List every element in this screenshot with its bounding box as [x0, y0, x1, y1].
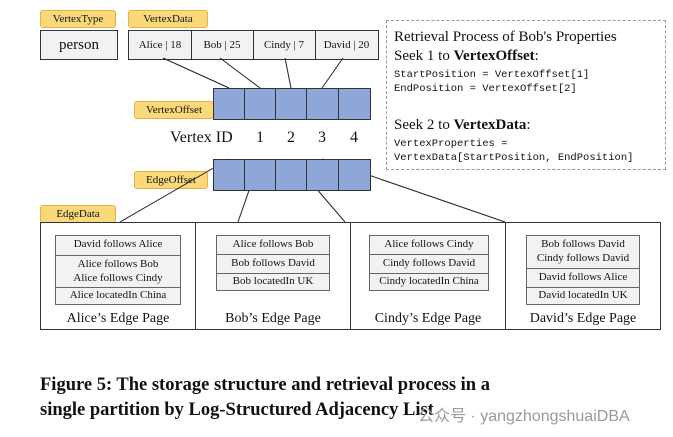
- edge-entry: Alice follows Bob: [232, 238, 314, 250]
- vertex-type-value: person: [59, 36, 99, 53]
- edge-page-label: Cindy’s Edge Page: [374, 311, 482, 326]
- edge-offset-cell: [244, 159, 276, 191]
- edge-offset-cell: [213, 159, 245, 191]
- edge-page-alice: David follows Alice Alice follows Bob Al…: [40, 222, 196, 330]
- figure-caption-line-2: single partition by Log-Structured Adjac…: [40, 400, 434, 420]
- edge-entry: Alice follows Cindy: [73, 272, 163, 284]
- code-end-position: EndPosition = VertexOffset[2]: [394, 83, 577, 95]
- seek1-line: Seek 1 to VertexOffset:: [394, 48, 539, 64]
- figure-caption-line-1: Figure 5: The storage structure and retr…: [40, 375, 490, 395]
- edge-page-bob: Alice follows Bob Bob follows David Bob …: [195, 222, 351, 330]
- code-vertex-properties: VertexProperties =: [394, 138, 508, 150]
- edge-entry: David follows Alice: [73, 238, 163, 250]
- edge-page-cindy: Alice follows Cindy Cindy follows David …: [350, 222, 506, 330]
- code-start-position: StartPosition = VertexOffset[1]: [394, 69, 590, 81]
- vertex-data-cell-4: David | 20: [323, 39, 370, 51]
- vertex-type-box: person: [40, 30, 118, 60]
- retrieval-process-panel: Retrieval Process of Bob's Properties Se…: [386, 20, 666, 170]
- watermark-text: 公众号 · yangzhongshuaiDBA: [418, 408, 630, 425]
- edge-page-label: Bob’s Edge Page: [225, 311, 321, 326]
- vertex-offset-array: [213, 88, 371, 120]
- edge-entry: David follows Alice: [538, 271, 628, 283]
- vertex-offset-cell: [213, 88, 245, 120]
- vertex-data-cell-2: Bob | 25: [203, 39, 241, 51]
- edge-page-label: Alice’s Edge Page: [66, 311, 170, 326]
- edge-page-label: David’s Edge Page: [529, 311, 637, 326]
- vertex-id-label: Vertex ID: [170, 129, 233, 146]
- vertex-offset-cell: [306, 88, 339, 120]
- edge-entry: Alice locatedIn China: [69, 289, 167, 301]
- edge-list: Alice follows Cindy Cindy follows David …: [369, 235, 489, 291]
- code-vertex-data: VertexData[StartPosition, EndPosition]: [394, 152, 634, 164]
- edge-list: Bob follows David Cindy follows David Da…: [526, 235, 640, 305]
- vertex-type-tag: VertexType: [40, 10, 116, 28]
- vertex-id-4: 4: [350, 129, 358, 146]
- edge-offset-array: [213, 159, 371, 191]
- edge-entry: David locatedIn UK: [538, 289, 628, 301]
- vertex-offset-cell: [275, 88, 307, 120]
- edge-entry: Bob follows David: [541, 238, 625, 250]
- vertex-id-3: 3: [318, 129, 326, 146]
- edge-offset-cell: [306, 159, 339, 191]
- edge-offset-cell: [338, 159, 371, 191]
- edge-page-david: Bob follows David Cindy follows David Da…: [505, 222, 661, 330]
- seek2-line: Seek 2 to VertexData:: [394, 117, 531, 133]
- edge-entry: Bob locatedIn UK: [232, 275, 314, 287]
- edge-list: Alice follows Bob Bob follows David Bob …: [216, 235, 330, 291]
- edge-entry: Bob follows David: [231, 257, 315, 269]
- vertex-offset-tag: VertexOffset: [134, 101, 214, 119]
- vertex-offset-cell: [244, 88, 276, 120]
- vertex-id-1: 1: [256, 129, 264, 146]
- edge-entry: Cindy follows David: [382, 257, 476, 269]
- edge-list: David follows Alice Alice follows Bob Al…: [55, 235, 181, 305]
- vertex-offset-cell: [338, 88, 371, 120]
- retrieval-title: Retrieval Process of Bob's Properties: [394, 29, 617, 45]
- vertex-id-2: 2: [287, 129, 295, 146]
- edge-entry: Cindy follows David: [536, 252, 630, 264]
- edge-entry: Alice follows Bob: [77, 258, 159, 270]
- edge-entry: Alice follows Cindy: [384, 238, 474, 250]
- vertex-data-cell-1: Alice | 18: [138, 39, 182, 51]
- vertex-data-cell-3: Cindy | 7: [263, 39, 305, 51]
- vertex-data-tag: VertexData: [128, 10, 208, 28]
- edge-offset-tag: EdgeOffset: [134, 171, 208, 189]
- edge-entry: Cindy locatedIn China: [379, 275, 479, 287]
- edge-offset-cell: [275, 159, 307, 191]
- vertex-data-box: Alice | 18 Bob | 25 Cindy | 7 David | 20: [128, 30, 379, 60]
